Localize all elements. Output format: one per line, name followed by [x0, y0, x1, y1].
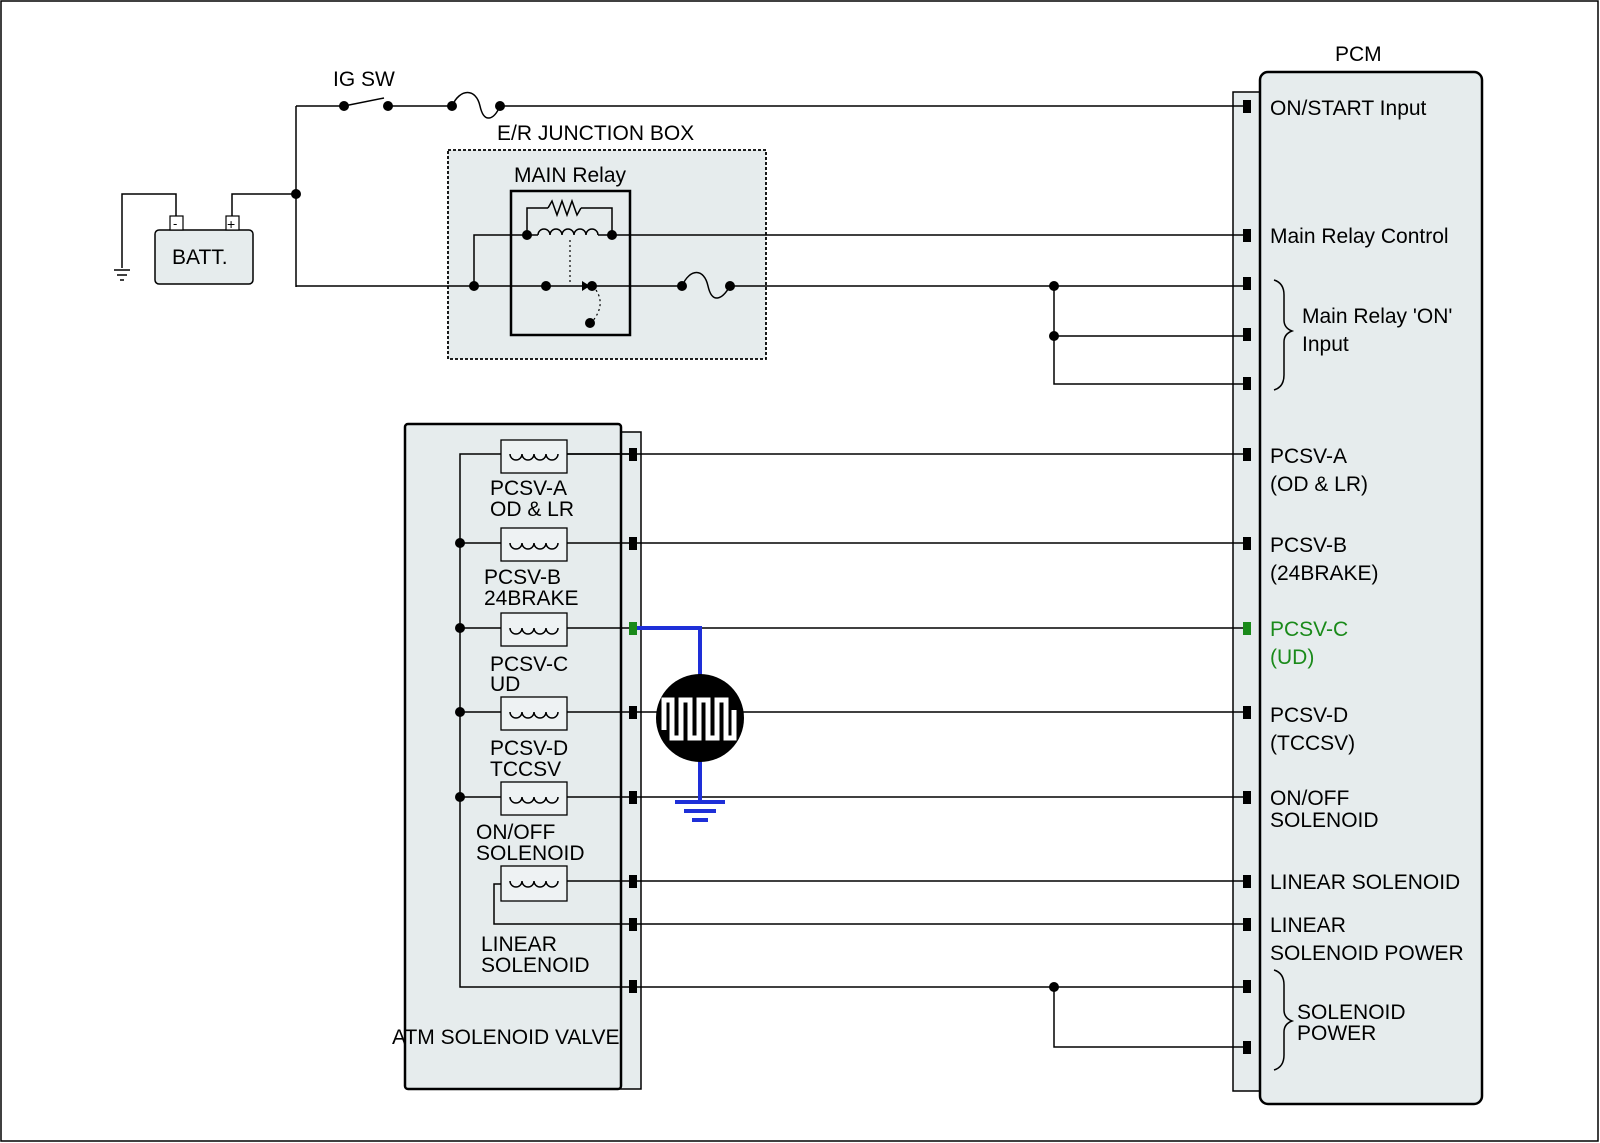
relay-contact: [585, 318, 595, 328]
solenoid-label-b-2: 24BRAKE: [484, 587, 579, 610]
pcm-label-on-off-2: SOLENOID: [1270, 809, 1379, 832]
junction-box-label: E/R JUNCTION BOX: [497, 122, 694, 145]
pcm-label-pcsv-c-2: (UD): [1270, 646, 1314, 669]
main-relay-box: [509, 189, 632, 337]
brace-solenoid-power: [1273, 969, 1295, 1071]
fuse-icon: [451, 91, 501, 119]
pcm-box: [1258, 70, 1484, 1106]
brace-main-relay-on: [1273, 279, 1295, 391]
ground-icon: [675, 800, 725, 822]
solenoid-label-b-1: PCSV-B: [484, 566, 561, 589]
solenoid-label-linear-1: LINEAR: [481, 933, 557, 956]
pcm-pin-linear-power: [1243, 918, 1251, 931]
pcm-label-pcsv-d-2: (TCCSV): [1270, 732, 1355, 755]
pcm-pin-pcsv-b: [1243, 537, 1251, 550]
pcm-label-pcsv-a-2: (OD & LR): [1270, 473, 1368, 496]
pcm-label-sol-power-1: SOLENOID: [1297, 1001, 1406, 1024]
solenoid-label-c-2: UD: [490, 673, 520, 696]
battery-label: BATT.: [172, 246, 228, 269]
ig-sw-label: IG SW: [333, 68, 395, 91]
pcm-pin-linear: [1243, 875, 1251, 888]
solenoid-coil-icon: [500, 527, 568, 562]
probe-wire: [637, 626, 702, 678]
solenoid-coil-icon: [500, 696, 568, 731]
solenoid-label-a-2: OD & LR: [490, 498, 574, 521]
solenoid-label-linear-2: SOLENOID: [481, 954, 590, 977]
pcm-label-pcsv-a-1: PCSV-A: [1270, 445, 1347, 468]
pcm-title: PCM: [1335, 43, 1382, 66]
pcm-label-main-relay-on-2: Input: [1302, 333, 1349, 356]
pcm-pin-pcsv-a: [1243, 448, 1251, 461]
pcm-label-on-off-1: ON/OFF: [1270, 787, 1349, 810]
relay-coil-icon: [537, 228, 599, 236]
battery-neg-sign: -: [173, 216, 177, 231]
solenoid-label-d-2: TCCSV: [490, 758, 561, 781]
pcm-label-pcsv-d-1: PCSV-D: [1270, 704, 1348, 727]
pcm-label-on-start: ON/START Input: [1270, 97, 1427, 120]
pcm-pin-on-off: [1243, 791, 1251, 804]
battery-box: [154, 229, 254, 285]
pcm-pin-sol-power-1: [1243, 980, 1251, 993]
atm-pins: [629, 448, 637, 993]
solenoid-label-a-1: PCSV-A: [490, 477, 567, 500]
main-relay-label: MAIN Relay: [514, 164, 627, 187]
battery-pos-wire: [231, 193, 296, 216]
atm-solenoid-box: [403, 422, 623, 1091]
pcm-pin-main-relay-on-1: [1243, 277, 1251, 290]
solenoid-label-d-1: PCSV-D: [490, 737, 568, 760]
square-wave-scope-icon: [656, 674, 744, 762]
pcm-label-linear-power-1: LINEAR: [1270, 914, 1346, 937]
pcm-label-main-relay-control: Main Relay Control: [1270, 225, 1449, 248]
battery-pos-sign: +: [227, 216, 235, 232]
pcm-label-linear: LINEAR SOLENOID: [1270, 871, 1460, 894]
pcm-pin-main-relay-control: [1243, 229, 1251, 242]
solenoid-coil-icon: [500, 781, 568, 816]
junction-dot: [291, 189, 301, 199]
pcm-pins: [1243, 100, 1251, 1054]
pcm-label-main-relay-on-1: Main Relay 'ON': [1302, 305, 1452, 328]
solenoid-label-c-1: PCSV-C: [490, 653, 568, 676]
pcm-pin-main-relay-on-3: [1243, 377, 1251, 390]
atm-label: ATM SOLENOID VALVE: [392, 1026, 620, 1049]
solenoid-label-on-off-1: ON/OFF: [476, 821, 555, 844]
pcm-label-pcsv-b-1: PCSV-B: [1270, 534, 1347, 557]
relay-resistor-icon: [547, 198, 582, 218]
junction-box: [447, 149, 767, 360]
battery-neg-wire: [121, 193, 177, 268]
solenoid-coil-icon: [500, 612, 568, 647]
solenoid-coil-icon: [500, 439, 568, 474]
fuse-icon: [681, 271, 731, 299]
relay-arrow: [582, 281, 590, 291]
pcm-label-sol-power-2: POWER: [1297, 1022, 1376, 1045]
pcm-pin-pcsv-d: [1243, 706, 1251, 719]
pcm-pin-pcsv-c: [1243, 622, 1251, 635]
pcm-pin-sol-power-2: [1243, 1041, 1251, 1054]
pcm-label-pcsv-b-2: (24BRAKE): [1270, 562, 1379, 585]
solenoid-label-on-off-2: SOLENOID: [476, 842, 585, 865]
pcm-pin-on-start: [1243, 100, 1251, 113]
solenoid-coil-icon: [500, 865, 568, 902]
pcm-pin-main-relay-on-2: [1243, 328, 1251, 341]
pcm-label-pcsv-c-1: PCSV-C: [1270, 618, 1348, 641]
pcm-label-linear-power-2: SOLENOID POWER: [1270, 942, 1464, 965]
ig-sw-blade: [343, 97, 385, 107]
ground-icon: [114, 269, 130, 281]
